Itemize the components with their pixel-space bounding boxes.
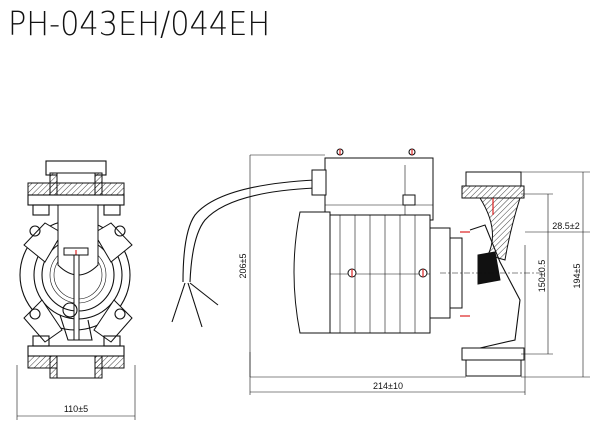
dim-port-to-port: 150±0.5 bbox=[537, 260, 547, 292]
dim-front-width: 110±5 bbox=[64, 404, 88, 414]
dim-overall-height: 206±5 bbox=[238, 254, 248, 279]
side-view bbox=[293, 148, 545, 377]
dim-pump-height: 194±5 bbox=[572, 264, 582, 289]
dim-offset: 28.5±2 bbox=[552, 221, 579, 231]
dim-overall-length: 214±10 bbox=[373, 381, 403, 391]
power-cable bbox=[171, 179, 316, 328]
dimension-lines bbox=[249, 154, 590, 395]
front-view bbox=[16, 160, 136, 420]
drawing-title: PH-043EH/044EH bbox=[8, 4, 271, 43]
